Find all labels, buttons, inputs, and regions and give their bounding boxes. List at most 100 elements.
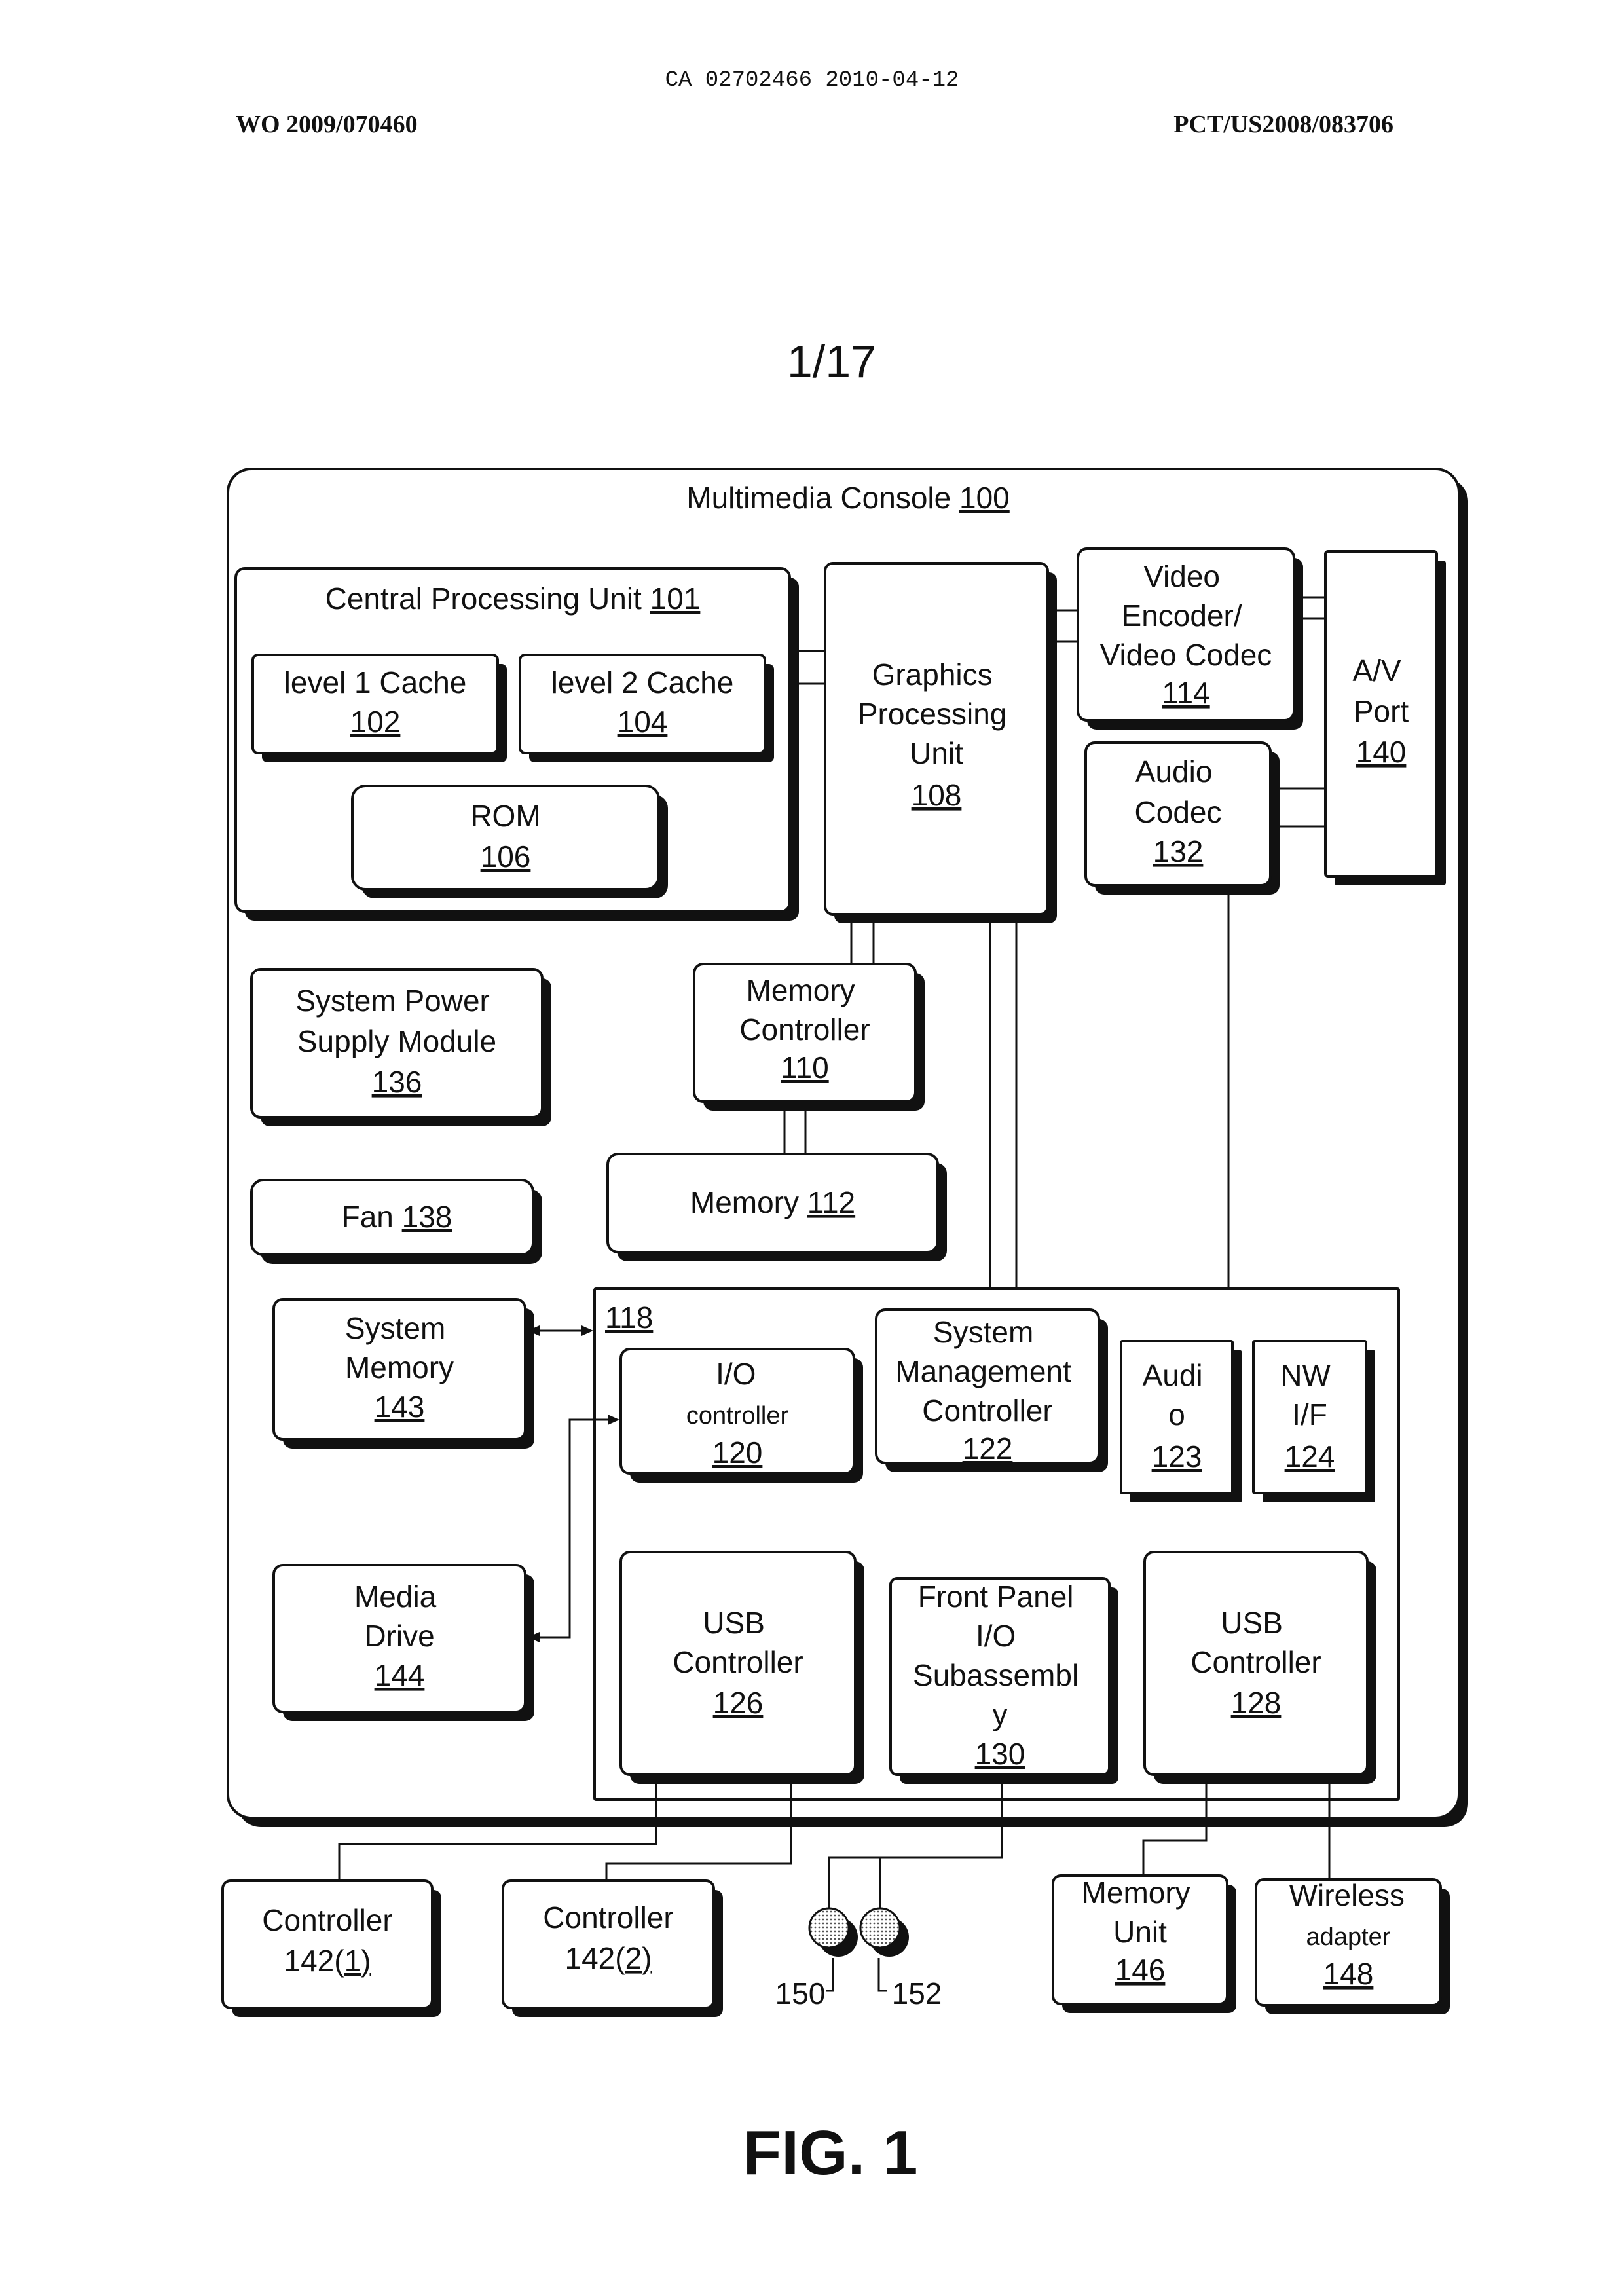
ctrl2-label: Controller [543, 1900, 673, 1935]
usb1-ref: 126 [713, 1686, 764, 1720]
media-ref: 144 [375, 1658, 425, 1692]
io-line-1: I/O [716, 1357, 756, 1391]
video-encoder-block: Video Encoder/ Video Codec 114 [1078, 549, 1303, 730]
ctrl2-ref-num: 2 [625, 1941, 642, 1975]
io-line-2: controller [686, 1402, 789, 1430]
video-line-3: Video Codec [1100, 638, 1272, 672]
media-line-1: Media [354, 1580, 437, 1614]
memory-unit-block: Memory Unit 146 [1053, 1876, 1236, 2013]
front-line-3: Subassembl [913, 1658, 1079, 1692]
controller-2-block: Controller 142(2) [503, 1881, 723, 2017]
memory-label: Memory [690, 1185, 799, 1219]
front-line-2: I/O [976, 1619, 1016, 1653]
memunit-line-2: Unit [1113, 1915, 1167, 1949]
ctrl1-ref-suffix: ) [361, 1944, 371, 1978]
rom-block: ROM 106 [352, 786, 668, 898]
console-ref: 100 [959, 481, 1010, 515]
memunit-ref: 146 [1115, 1953, 1166, 1987]
cpu-label: Central Processing Unit [325, 582, 642, 616]
smc-line-2: Management [895, 1354, 1071, 1388]
power-line-1: System Power [295, 984, 490, 1018]
audio-block: Audi o 123 [1121, 1341, 1242, 1502]
smc-ref: 122 [963, 1432, 1013, 1466]
audio-line-1: Audi [1143, 1358, 1203, 1392]
level-1-cache-block: level 1 Cache 102 [253, 655, 507, 762]
led-152: 152 [860, 1908, 942, 2010]
subsystem-ref: 118 [605, 1301, 653, 1335]
l1-label: level 1 Cache [284, 665, 467, 699]
video-ref: 114 [1162, 676, 1209, 710]
gpu-ref: 108 [912, 778, 962, 812]
svg-text:Central Processing Unit: Central Processing Unit 101 [325, 582, 701, 616]
l2-ref: 104 [618, 705, 668, 739]
media-line-2: Drive [364, 1619, 434, 1653]
gpu-line-3: Unit [910, 736, 963, 770]
controller-1-block: Controller 142(1) [223, 1881, 441, 2017]
wireless-line-1: Wireless [1289, 1878, 1405, 1912]
sysmem-line-2: Memory [345, 1350, 454, 1384]
ctrl1-ref-prefix: 142( [284, 1944, 345, 1978]
front-panel-block: Front Panel I/O Subassembl y 130 [891, 1578, 1118, 1784]
console-label: Multimedia Console [686, 481, 951, 515]
ctrl1-ref-num: 1 [344, 1944, 361, 1978]
memory-ref: 112 [807, 1185, 855, 1219]
smc-line-3: Controller [922, 1394, 1052, 1428]
gpu-line-1: Graphics [872, 657, 993, 692]
ctrl2-ref-suffix: ) [642, 1941, 652, 1975]
usb1-line-1: USB [703, 1606, 765, 1640]
io-controller-block: I/O controller 120 [621, 1349, 863, 1483]
memctl-ref: 110 [781, 1050, 828, 1084]
wireless-line-2: adapter [1306, 1923, 1391, 1951]
fan-label: Fan [342, 1200, 394, 1234]
av-line-2: Port [1354, 694, 1409, 728]
memunit-line-1: Memory [1082, 1876, 1190, 1910]
rom-label: ROM [470, 799, 540, 833]
media-drive-block: Media Drive 144 [274, 1565, 534, 1721]
front-line-1: Front Panel [918, 1580, 1074, 1614]
audio-line-2: o [1168, 1398, 1185, 1432]
audio-codec-ref: 132 [1153, 834, 1204, 868]
video-line-1: Video [1143, 559, 1220, 593]
gpu-line-2: Processing [858, 697, 1007, 731]
power-supply-block: System Power Supply Module 136 [251, 969, 551, 1126]
sysmem-ref: 143 [375, 1390, 425, 1424]
fan-block: Fan 138 [251, 1180, 542, 1264]
usb-controller-128-block: USB Controller 128 [1145, 1552, 1376, 1784]
cpu-ref: 101 [650, 582, 701, 616]
audio-ref: 123 [1152, 1439, 1202, 1473]
svg-text:142(1): 142(1) [284, 1944, 371, 1978]
wireless-adapter-block: Wireless adapter 148 [1256, 1878, 1450, 2014]
network-interface-block: NW I/F 124 [1253, 1341, 1375, 1502]
wireless-ref: 148 [1323, 1957, 1374, 1991]
av-ref: 140 [1356, 735, 1407, 769]
gpu-block: Graphics Processing Unit 108 [825, 563, 1057, 923]
nw-line-1: NW [1280, 1358, 1331, 1392]
power-ref: 136 [372, 1065, 422, 1099]
memory-controller-block: Memory Controller 110 [694, 964, 925, 1111]
usb1-line-2: Controller [673, 1645, 803, 1679]
smc-block: System Management Controller 122 [876, 1310, 1108, 1472]
figure-caption: FIG. 1 [743, 2118, 918, 2188]
ctrl1-label: Controller [262, 1903, 392, 1937]
fan-ref: 138 [402, 1200, 452, 1234]
av-line-1: A/V [1353, 654, 1401, 688]
audio-codec-block: Audio Codec 132 [1086, 743, 1280, 895]
av-port-block: A/V Port 140 [1325, 551, 1446, 885]
power-line-2: Supply Module [297, 1024, 496, 1058]
front-ref: 130 [975, 1737, 1025, 1771]
memory-block: Memory 112 [608, 1154, 947, 1261]
smc-line-1: System [933, 1315, 1033, 1349]
usb2-line-2: Controller [1190, 1645, 1321, 1679]
audio-codec-line-1: Audio [1135, 754, 1213, 788]
nw-ref: 124 [1285, 1439, 1335, 1473]
ctrl2-ref-prefix: 142( [565, 1941, 626, 1975]
memctl-line-1: Memory [747, 973, 855, 1007]
l2-label: level 2 Cache [551, 665, 734, 699]
svg-text:Multimedia Console: Multimedia Console 100 [686, 481, 1010, 515]
level-2-cache-block: level 2 Cache 104 [520, 655, 774, 762]
sysmem-line-1: System [345, 1311, 445, 1345]
usb2-line-1: USB [1221, 1606, 1283, 1640]
video-line-2: Encoder/ [1122, 599, 1242, 633]
front-line-4: y [993, 1697, 1008, 1731]
